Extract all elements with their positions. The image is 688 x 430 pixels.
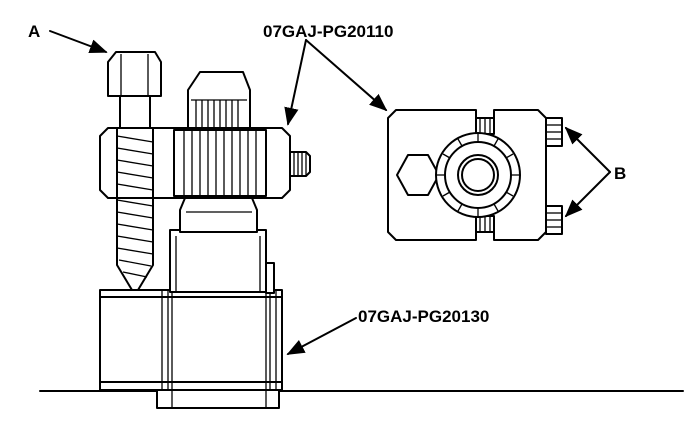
callout-tool-top: 07GAJ-PG20110 — [263, 22, 393, 41]
callout-b: B — [614, 164, 626, 183]
clamp-top-view — [387, 109, 563, 241]
callout-a: A — [28, 22, 40, 41]
clamp-side-view — [99, 127, 311, 199]
upper-sleeve — [169, 229, 275, 294]
splined-ring — [435, 132, 521, 218]
base-tool-body — [99, 289, 283, 409]
callout-tool-bottom: 07GAJ-PG20130 — [358, 307, 489, 326]
splined-hub — [187, 71, 251, 129]
shaft-neck — [179, 197, 258, 233]
leader-lines — [49, 30, 611, 355]
